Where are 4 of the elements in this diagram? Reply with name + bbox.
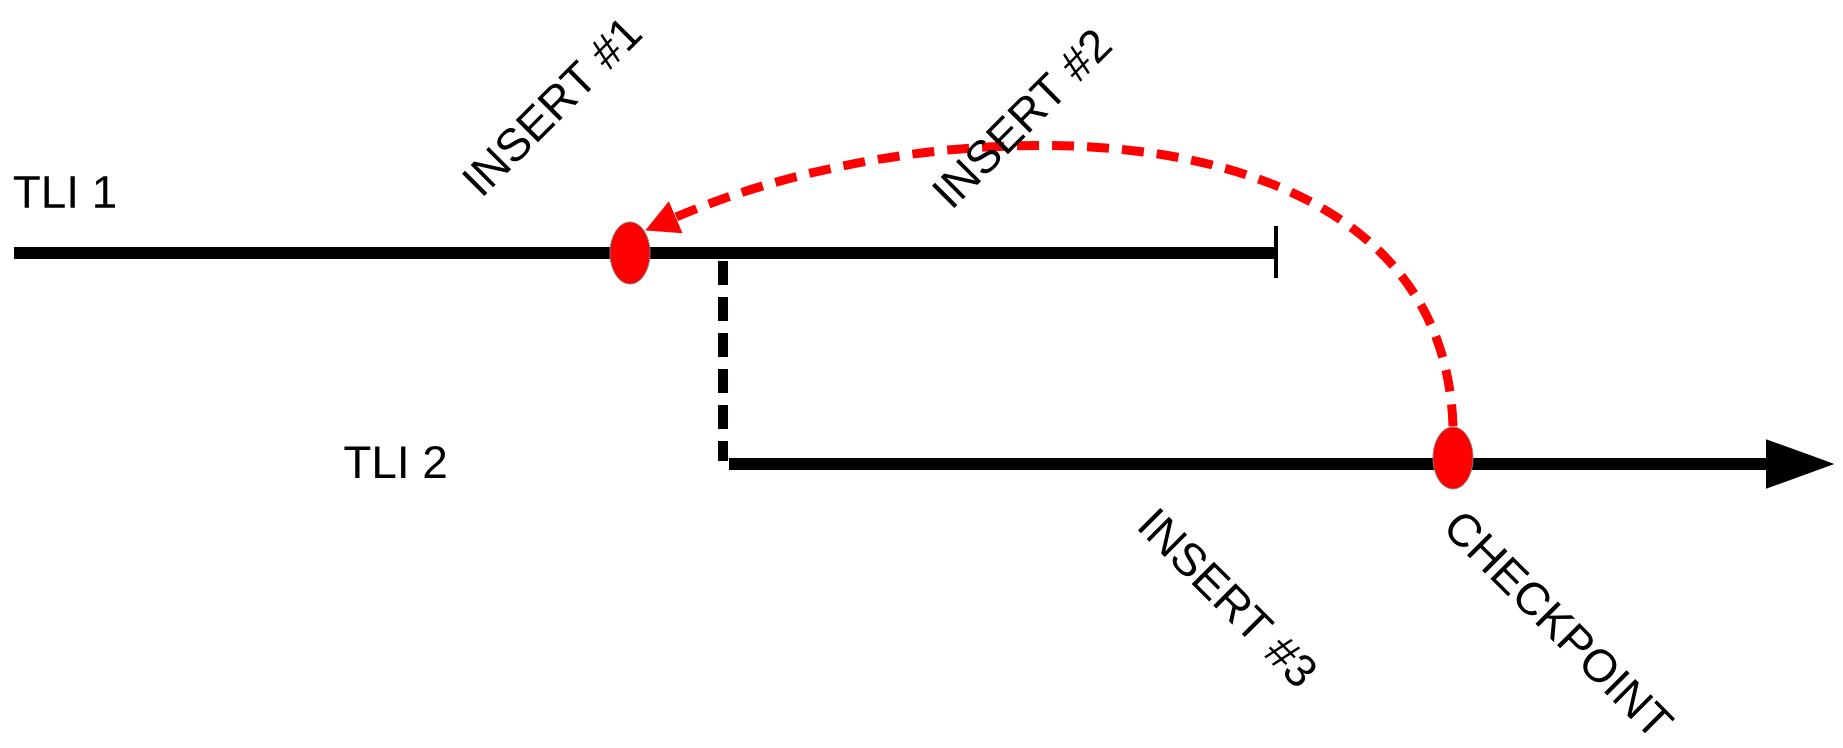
event-marker (1432, 426, 1474, 490)
event-marker (609, 221, 651, 285)
axis-label: TLI 2 (344, 446, 446, 478)
axis-label: TLI 1 (13, 176, 115, 208)
